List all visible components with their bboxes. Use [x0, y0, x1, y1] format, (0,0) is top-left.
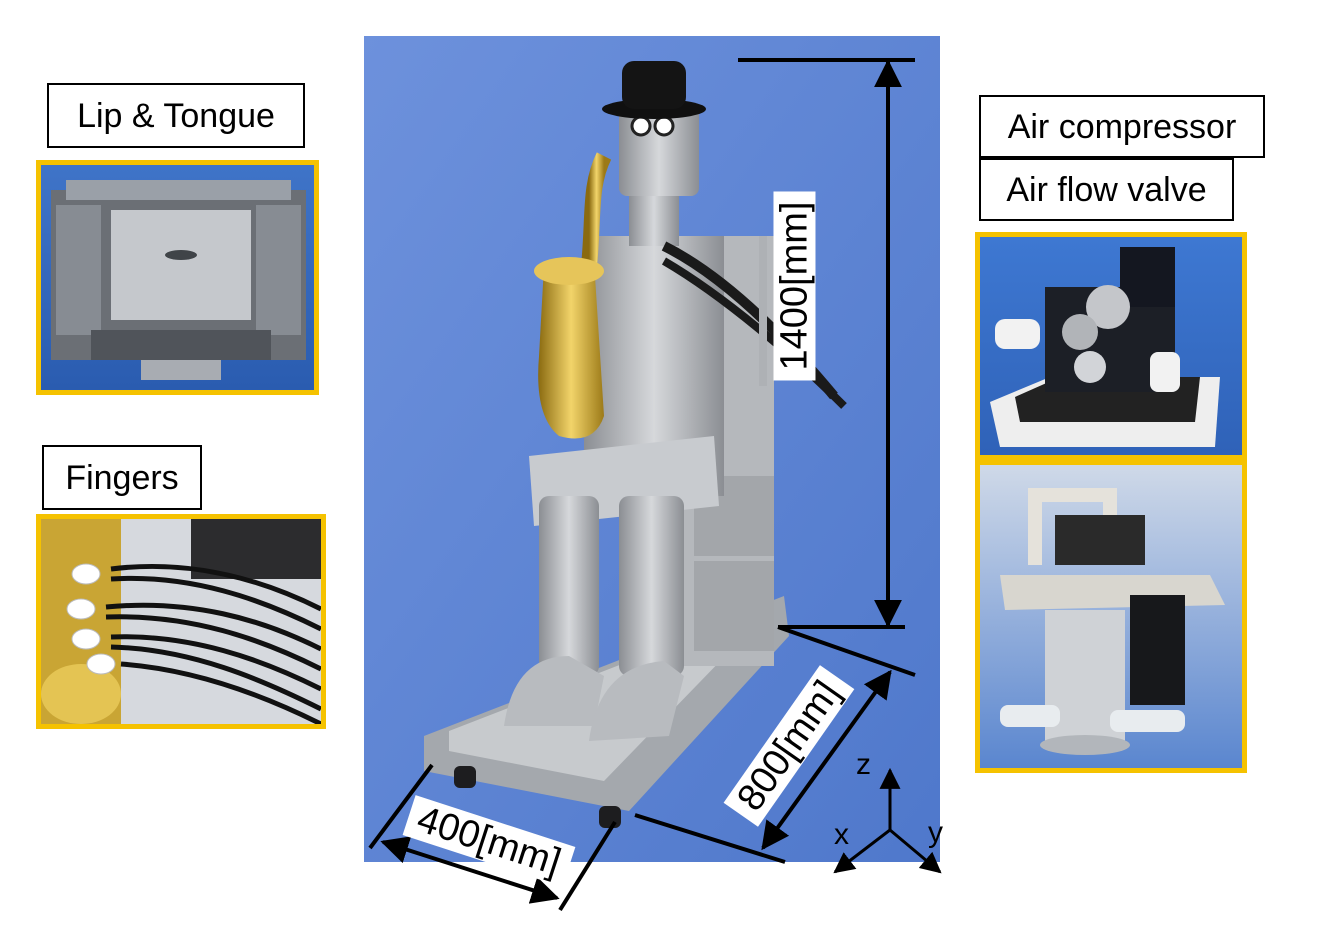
axis-z-label: z — [856, 748, 871, 781]
air-flow-valve-label: Air flow valve — [979, 158, 1234, 221]
robot-photo — [364, 36, 940, 862]
air-compressor-photo — [975, 232, 1247, 460]
axis-x-label: x — [834, 818, 849, 851]
lip-tongue-label: Lip & Tongue — [47, 83, 305, 148]
axis-y-label: y — [928, 816, 943, 849]
air-flow-valve-photo — [975, 460, 1247, 773]
height-dimension-label: 1400[mm] — [773, 191, 816, 381]
fingers-photo — [36, 514, 326, 729]
lip-tongue-photo — [36, 160, 319, 395]
air-compressor-label: Air compressor — [979, 95, 1265, 158]
fingers-label: Fingers — [42, 445, 202, 510]
